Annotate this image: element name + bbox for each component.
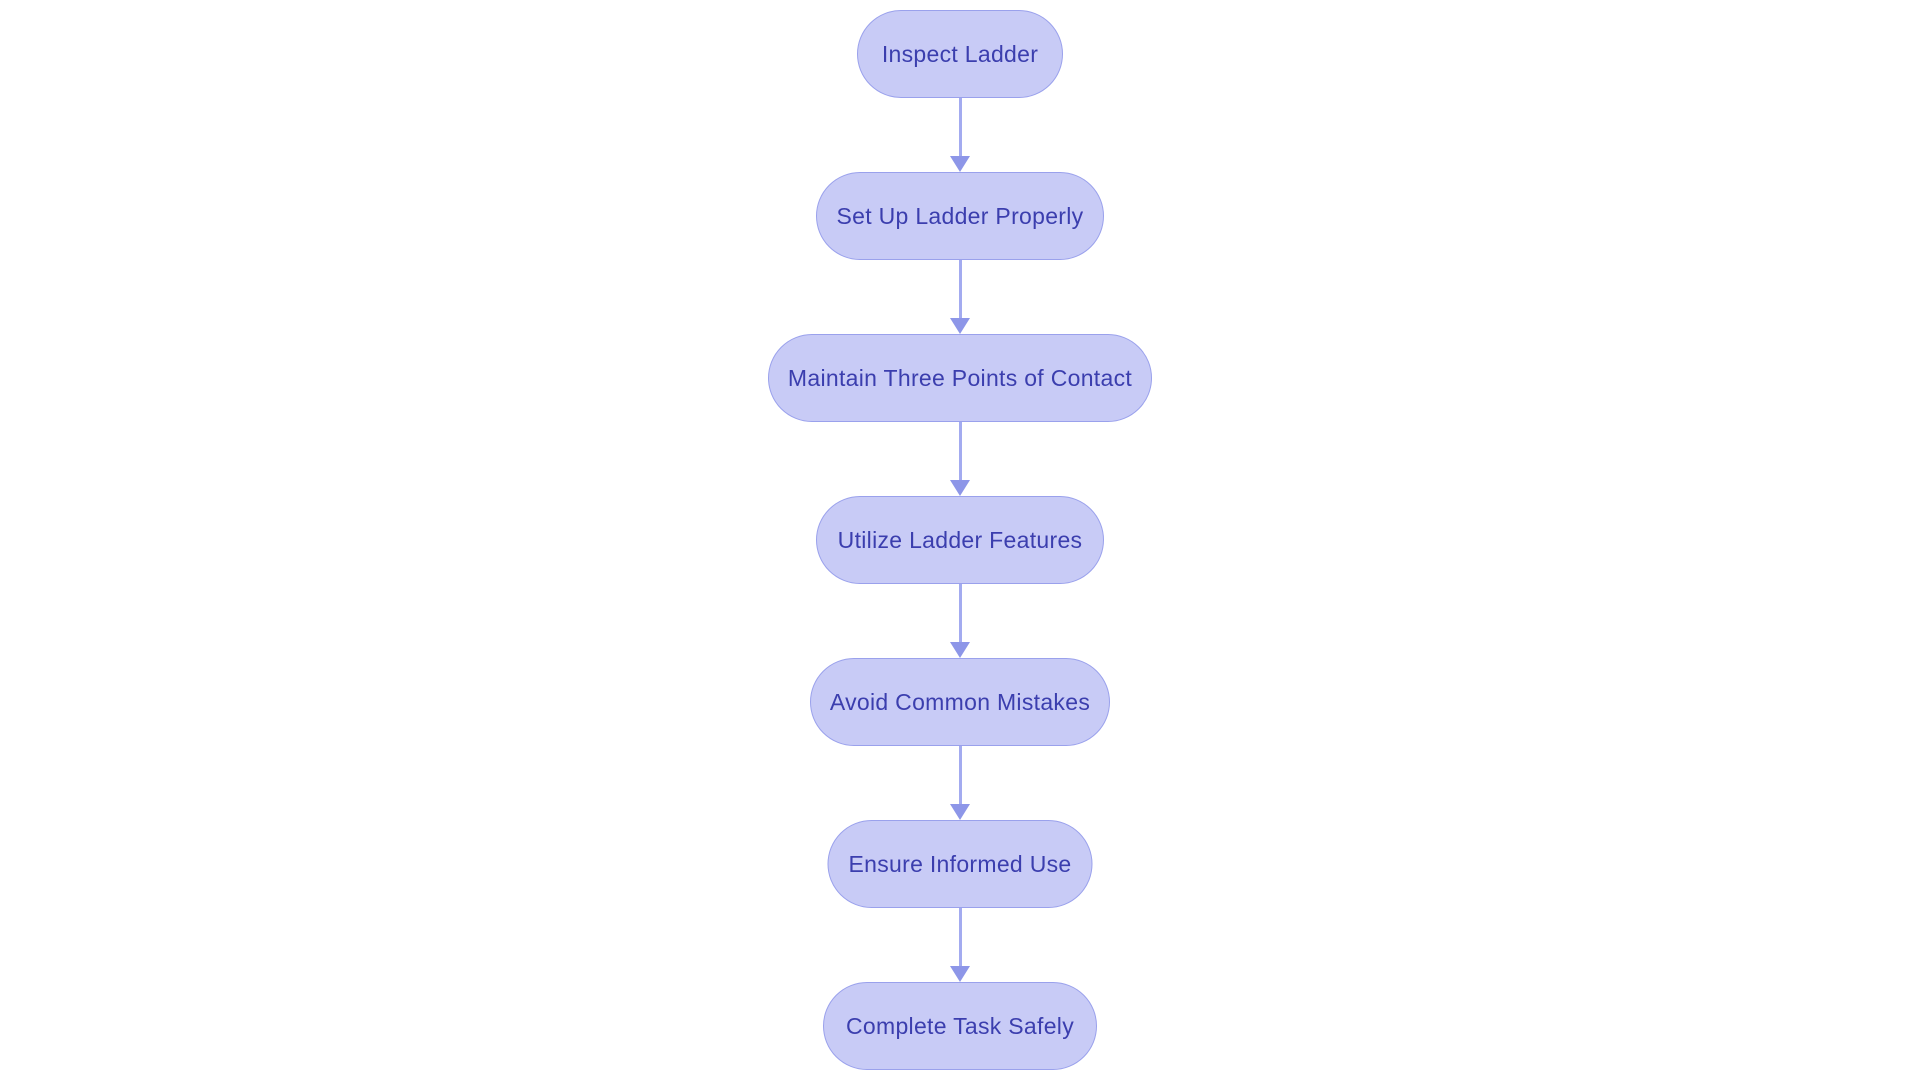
arrow-head-icon xyxy=(950,318,970,334)
arrow-head-icon xyxy=(950,480,970,496)
flow-node-ensure-informed-use: Ensure Informed Use xyxy=(827,820,1093,908)
arrow-down-icon xyxy=(950,584,970,658)
arrow-down-icon xyxy=(950,260,970,334)
flow-node-label: Maintain Three Points of Contact xyxy=(787,364,1133,391)
flow-node-complete-task-safely: Complete Task Safely xyxy=(823,982,1097,1070)
flow-node-label: Ensure Informed Use xyxy=(848,850,1072,877)
arrow-line xyxy=(958,260,962,318)
arrow-head-icon xyxy=(950,966,970,982)
arrow-line xyxy=(958,584,962,642)
arrow-head-icon xyxy=(950,642,970,658)
flow-node-utilize-ladder-features: Utilize Ladder Features xyxy=(816,496,1104,584)
flow-node-label: Avoid Common Mistakes xyxy=(829,688,1091,715)
arrow-line xyxy=(958,746,962,804)
flow-node-label: Complete Task Safely xyxy=(845,1012,1074,1039)
flow-node-inspect-ladder: Inspect Ladder xyxy=(857,10,1063,98)
arrow-line xyxy=(958,908,962,966)
arrow-down-icon xyxy=(950,908,970,982)
flow-node-avoid-common-mistakes: Avoid Common Mistakes xyxy=(810,658,1110,746)
arrow-down-icon xyxy=(950,746,970,820)
flow-node-label: Utilize Ladder Features xyxy=(837,526,1083,553)
arrow-line xyxy=(958,422,962,480)
arrow-down-icon xyxy=(950,98,970,172)
arrow-head-icon xyxy=(950,156,970,172)
flow-node-set-up-ladder-properly: Set Up Ladder Properly xyxy=(816,172,1104,260)
flow-node-label: Set Up Ladder Properly xyxy=(836,202,1084,229)
flow-node-maintain-three-points-of-contact: Maintain Three Points of Contact xyxy=(768,334,1152,422)
arrow-head-icon xyxy=(950,804,970,820)
arrow-down-icon xyxy=(950,422,970,496)
flow-node-label: Inspect Ladder xyxy=(881,40,1039,67)
arrow-line xyxy=(958,98,962,156)
